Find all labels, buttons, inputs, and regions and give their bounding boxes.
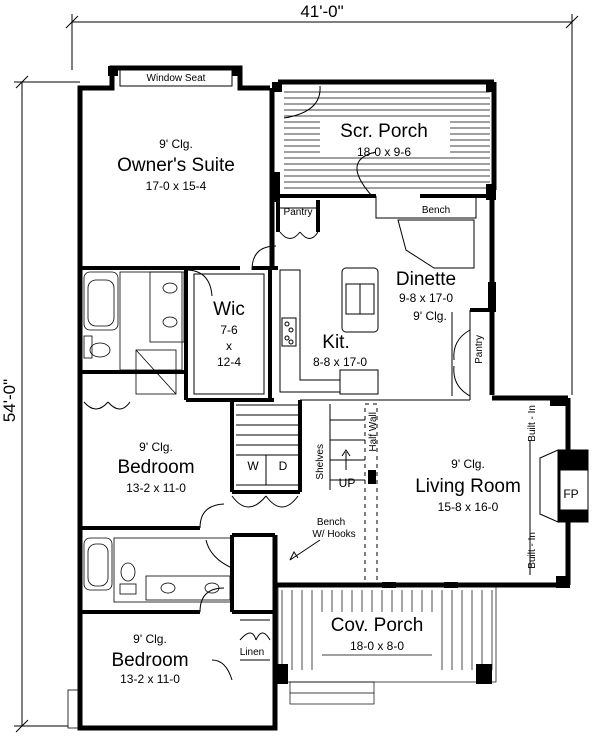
half-wall-post <box>368 470 376 484</box>
dinette-name: Dinette <box>395 269 457 290</box>
bench-top-label: Bench <box>421 205 451 216</box>
cov-porch-name: Cov. Porch <box>330 615 424 636</box>
cov-porch-hatch <box>277 585 497 705</box>
scr-porch-size: 18-0 x 9-6 <box>356 145 412 159</box>
kitchen-counters <box>279 267 379 393</box>
bedroom-1-ceiling: 9' Clg. <box>139 440 173 454</box>
bench-hooks-line2: W/ Hooks <box>312 529 356 540</box>
doors <box>83 231 321 681</box>
bedroom-1-size: 13-2 x 11-0 <box>126 481 186 495</box>
baths <box>83 271 233 603</box>
shelves-label: Shelves <box>315 444 326 480</box>
pantry-top-label: Pantry <box>283 207 313 218</box>
bedroom-1-name: Bedroom <box>117 457 195 478</box>
scr-porch-name: Scr. Porch <box>340 121 428 142</box>
half-wall-label: Half Wall <box>368 412 379 452</box>
living-size: 15-8 x 16-0 <box>437 500 499 514</box>
living-name: Living Room <box>415 476 521 497</box>
bedroom-2-size: 13-2 x 11-0 <box>120 672 180 686</box>
porch-posts <box>276 664 492 684</box>
fireplace-label: FP <box>563 487 579 501</box>
depth-dimension: 54'-0" <box>0 378 20 423</box>
bench-hooks-line1: Bench <box>316 517 346 528</box>
width-dimension-line <box>65 14 579 395</box>
dinette-bench <box>375 196 477 269</box>
interior-walls <box>80 200 492 614</box>
bedroom-2-ceiling: 9' Clg. <box>133 632 167 646</box>
dinette-ceiling: 9' Clg. <box>413 309 447 323</box>
garage-bump <box>67 689 81 729</box>
owners-suite-name: Owner's Suite <box>117 155 235 176</box>
living-ceiling: 9' Clg. <box>451 457 485 471</box>
scr-porch-hatch <box>284 91 490 189</box>
built-in-top-label: Built - In <box>527 405 538 442</box>
dinette-size: 9-8 x 17-0 <box>398 291 454 305</box>
thin-lines <box>193 207 471 661</box>
wall-posts <box>108 66 570 588</box>
width-dimension: 41'-0" <box>300 2 344 21</box>
kit-name: Kit. <box>322 332 350 353</box>
wic-name: Wic <box>213 299 245 320</box>
dryer-label: D <box>278 459 288 473</box>
pantry-side-label: Pantry <box>474 335 485 364</box>
owners-suite-ceiling: 9' Clg. <box>159 137 193 151</box>
window-seat-label: Window Seat <box>146 73 206 84</box>
wic-width: 7-6 <box>220 323 238 337</box>
stairs-up-label: UP <box>338 476 356 490</box>
stairs <box>236 369 379 585</box>
scr-porch-door <box>283 85 377 197</box>
owners-suite-size: 17-0 x 15-4 <box>145 179 207 193</box>
fireplace-surround <box>529 440 589 575</box>
depth-dimension-line <box>14 75 80 733</box>
bedroom-2-name: Bedroom <box>111 650 189 671</box>
linen-label: Linen <box>239 647 265 658</box>
built-in-bottom-label: Built - In <box>527 532 538 569</box>
wic-x: x <box>226 339 232 353</box>
kit-size: 8-8 x 17-0 <box>312 355 368 369</box>
pantry-side-outline <box>451 312 471 397</box>
cov-porch-size: 18-0 x 8-0 <box>349 639 405 653</box>
window-seat-outline <box>119 69 233 87</box>
wic-depth: 12-4 <box>216 355 242 369</box>
washer-label: W <box>247 459 259 473</box>
